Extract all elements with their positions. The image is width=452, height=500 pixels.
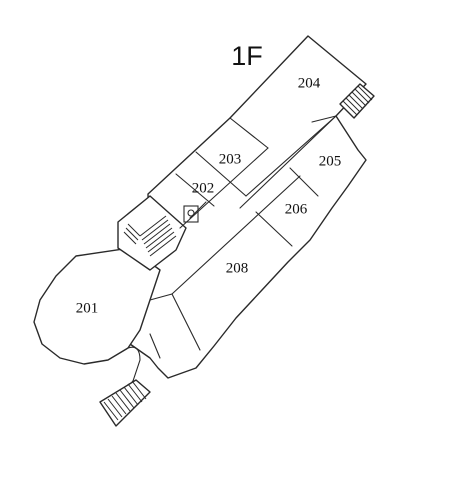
room-label-202[interactable]: 202 — [192, 180, 215, 196]
staircase-entrance — [99, 379, 151, 427]
room-label-208[interactable]: 208 — [226, 260, 249, 276]
room-label-204[interactable]: 204 — [298, 75, 321, 91]
room-label-206[interactable]: 206 — [285, 201, 308, 217]
floor-label: 1F — [231, 41, 263, 71]
building-outline — [33, 35, 367, 379]
interior-walls — [127, 115, 337, 391]
staircase-northeast — [339, 83, 375, 119]
staircase-central — [123, 215, 177, 257]
room-label-205[interactable]: 205 — [319, 153, 342, 169]
room-label-203[interactable]: 203 — [219, 151, 242, 167]
room-label-201[interactable]: 201 — [76, 300, 99, 316]
